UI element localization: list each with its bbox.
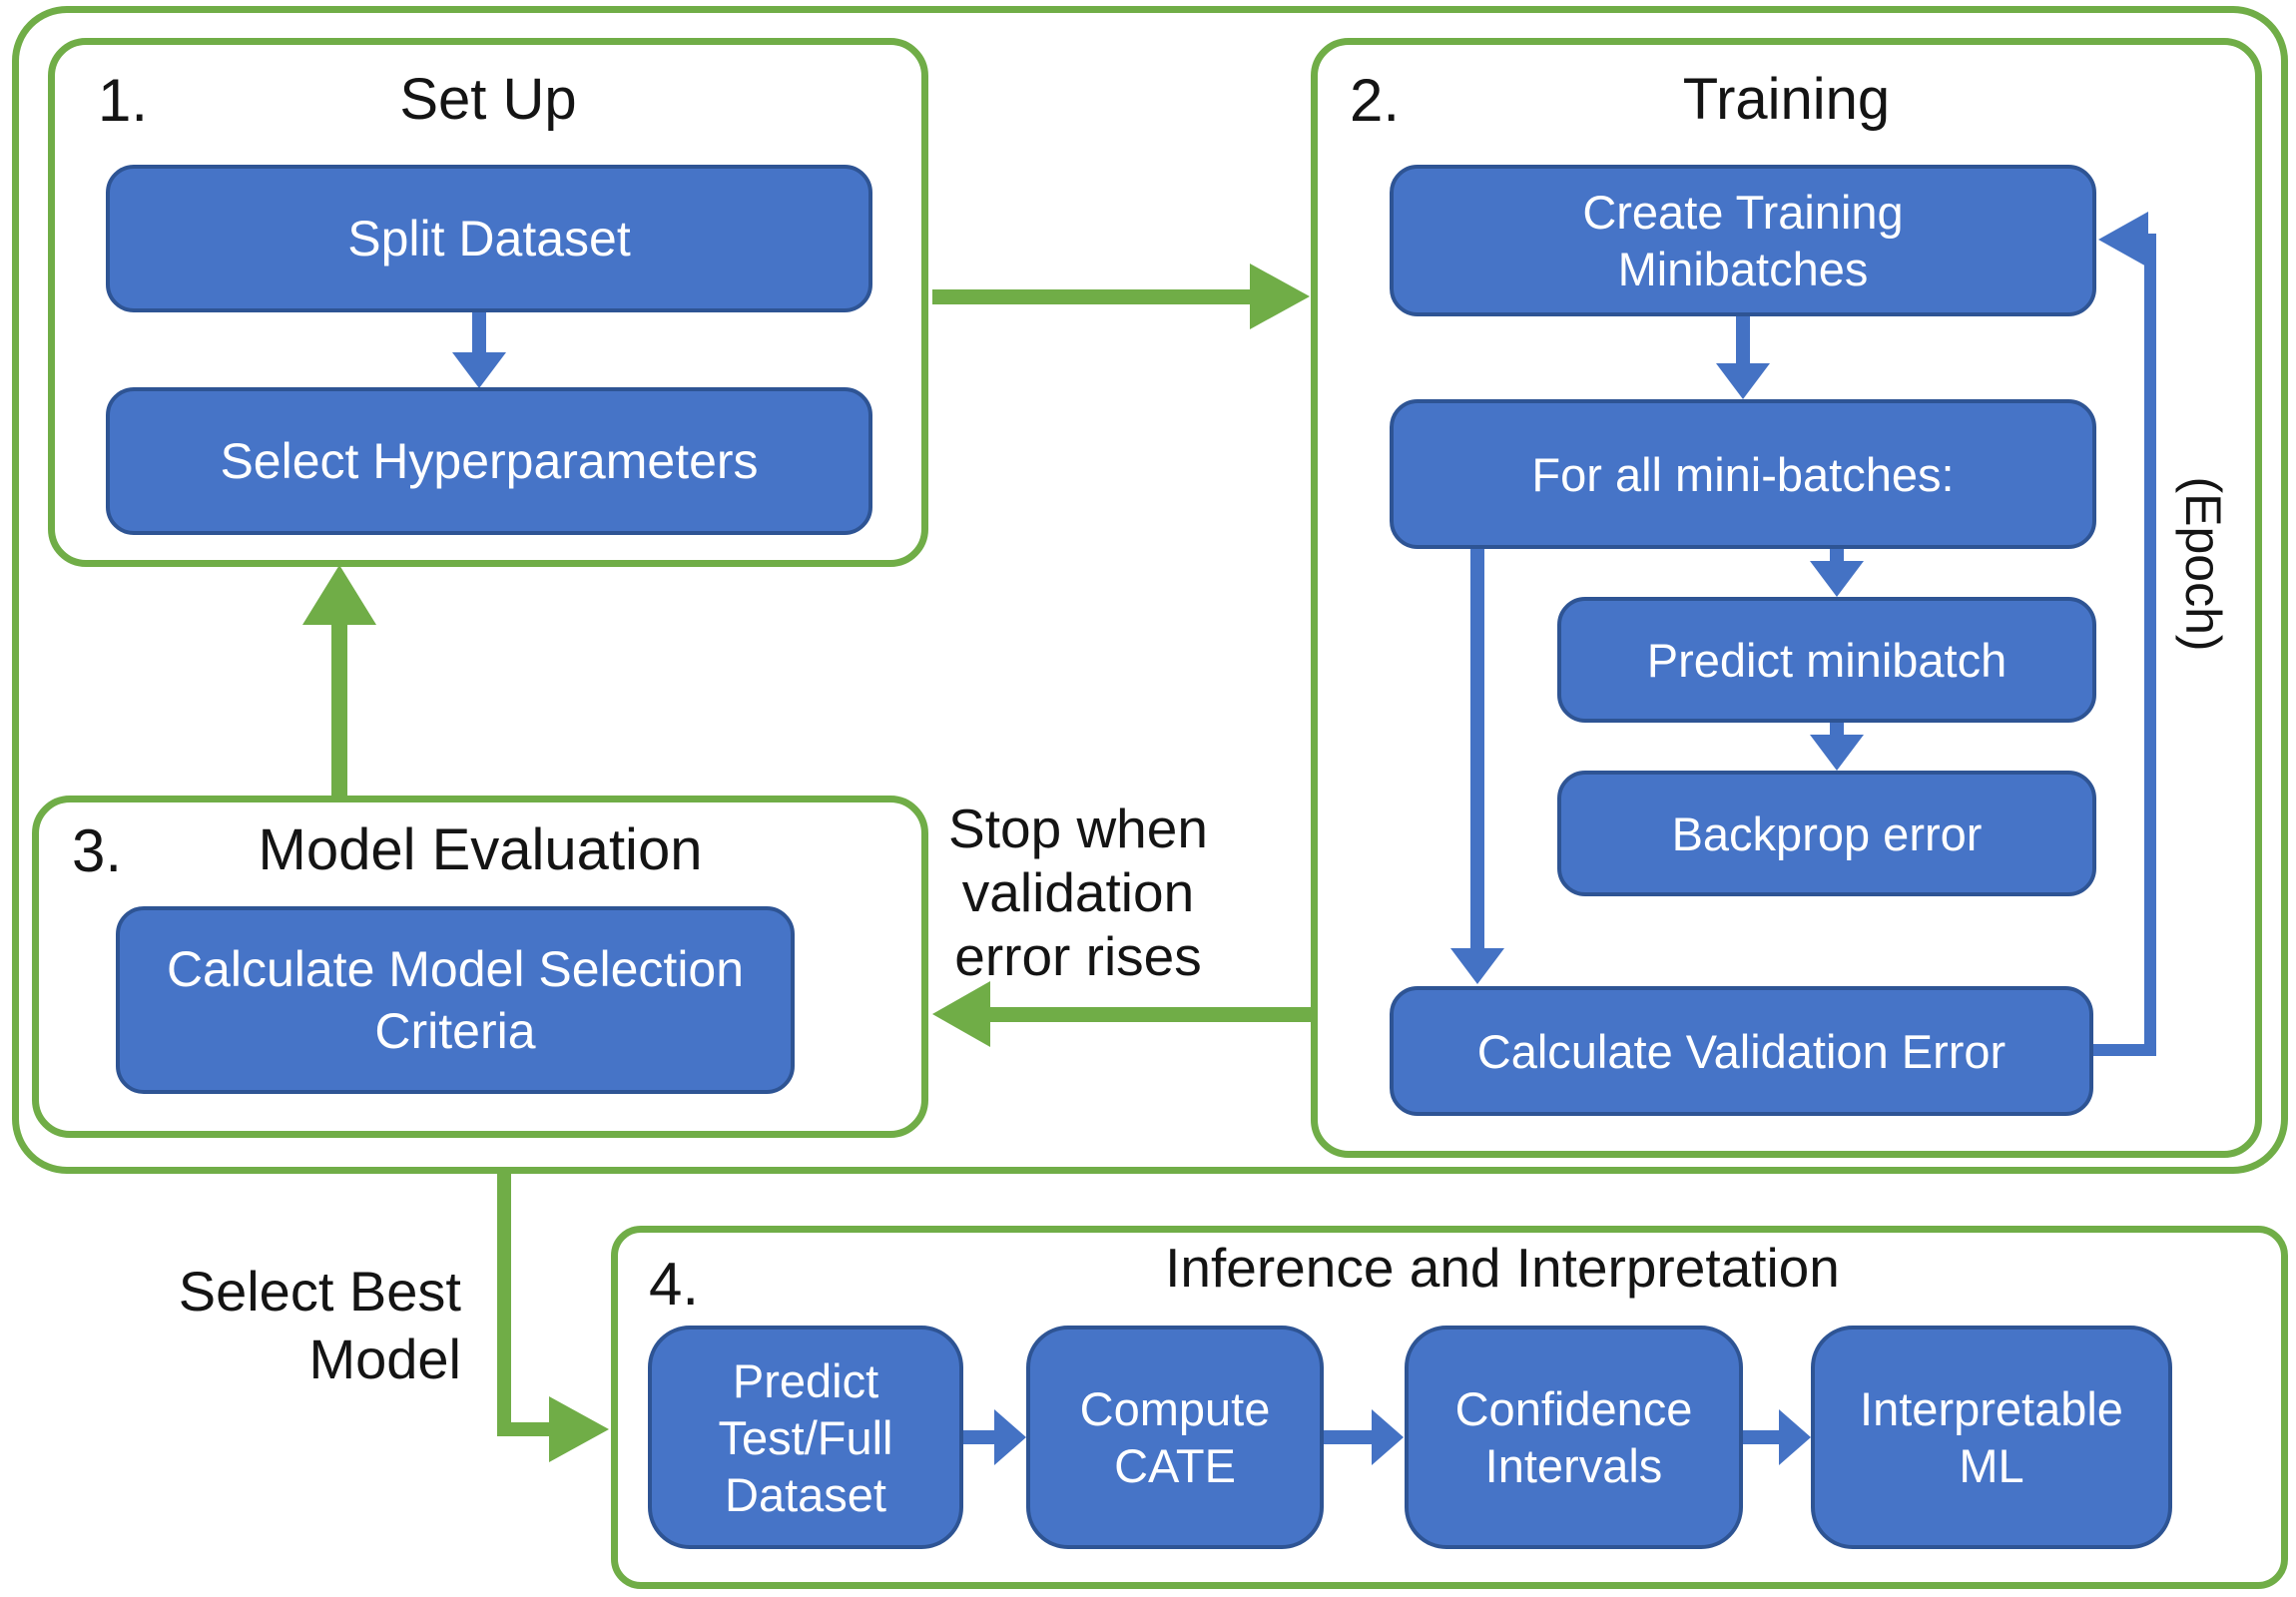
arrow-predict-to-cate-shaft <box>963 1430 998 1444</box>
arrow-evaluation-to-setup-head <box>302 565 376 625</box>
section-evaluation-number: 3. <box>72 817 123 884</box>
box-confidence-intervals: Confidence Intervals <box>1405 1326 1743 1549</box>
arrow-training-to-evaluation-head <box>932 981 990 1047</box>
arrow-split-to-hyperparameters-head <box>452 352 506 388</box>
section-setup-number: 1. <box>98 67 149 134</box>
arrow-split-to-hyperparameters-shaft <box>472 312 486 354</box>
section-inference-title: Inference and Interpretation <box>1165 1237 1840 1299</box>
arrow-setup-to-training-head <box>1250 264 1310 329</box>
arrow-select-best-model-vertical-shaft <box>497 1174 511 1436</box>
section-training-title: Training <box>1682 67 1891 132</box>
section-setup-frame <box>48 38 928 567</box>
arrow-create-to-forall-head <box>1716 363 1770 399</box>
box-compute-cate: Compute CATE <box>1026 1326 1324 1549</box>
arrow-setup-to-training-shaft <box>932 289 1252 304</box>
box-for-all-minibatches: For all mini-batches: <box>1390 399 2096 549</box>
box-predict-test-full-dataset: Predict Test/Full Dataset <box>648 1326 963 1549</box>
select-best-model-label: Select Best Model <box>178 1260 461 1390</box>
arrow-predict-to-cate-head <box>994 1409 1026 1465</box>
section-setup-title: Set Up <box>399 67 577 132</box>
arrow-cate-to-confidence-shaft <box>1324 1430 1374 1444</box>
section-evaluation-title: Model Evaluation <box>258 817 703 882</box>
box-interpretable-ml: Interpretable ML <box>1811 1326 2172 1549</box>
arrow-epoch-loop-head <box>2098 212 2148 267</box>
arrow-confidence-to-interpretable-shaft <box>1743 1430 1781 1444</box>
section-inference-number: 4. <box>649 1251 700 1318</box>
arrow-forall-to-validation-shaft <box>1470 549 1484 950</box>
arrow-create-to-forall-shaft <box>1736 316 1750 366</box>
box-calculate-model-selection-criteria: Calculate Model Selection Criteria <box>116 906 795 1094</box>
section-training-number: 2. <box>1350 67 1401 134</box>
arrow-forall-to-predict-head <box>1810 561 1864 597</box>
box-select-hyperparameters: Select Hyperparameters <box>106 387 872 535</box>
box-predict-minibatch: Predict minibatch <box>1557 597 2096 723</box>
arrow-cate-to-confidence-head <box>1372 1409 1404 1465</box>
arrow-epoch-loop-vertical-shaft <box>2144 234 2156 1056</box>
arrow-select-best-model-head <box>549 1396 609 1462</box>
section-training-frame <box>1311 38 2262 1158</box>
arrow-evaluation-to-setup-shaft <box>331 623 347 796</box>
box-calculate-validation-error: Calculate Validation Error <box>1390 986 2093 1116</box>
epoch-label: (Epoch) <box>2175 476 2231 652</box>
arrow-forall-to-validation-head <box>1450 948 1504 984</box>
section-inference-frame <box>611 1226 2288 1589</box>
arrow-training-to-evaluation-shaft <box>986 1007 1311 1022</box>
arrow-confidence-to-interpretable-head <box>1779 1409 1811 1465</box>
outer-loop-frame <box>12 6 2288 1174</box>
section-evaluation-frame <box>32 796 928 1138</box>
arrow-epoch-loop-bottom-shaft <box>2093 1044 2156 1056</box>
arrow-select-best-model-horizontal-shaft <box>497 1422 553 1436</box>
box-backprop-error: Backprop error <box>1557 771 2096 896</box>
box-split-dataset: Split Dataset <box>106 165 872 312</box>
stop-condition-label: Stop when validation error rises <box>948 798 1208 987</box>
box-create-minibatches: Create Training Minibatches <box>1390 165 2096 316</box>
arrow-predict-to-backprop-head <box>1810 735 1864 771</box>
